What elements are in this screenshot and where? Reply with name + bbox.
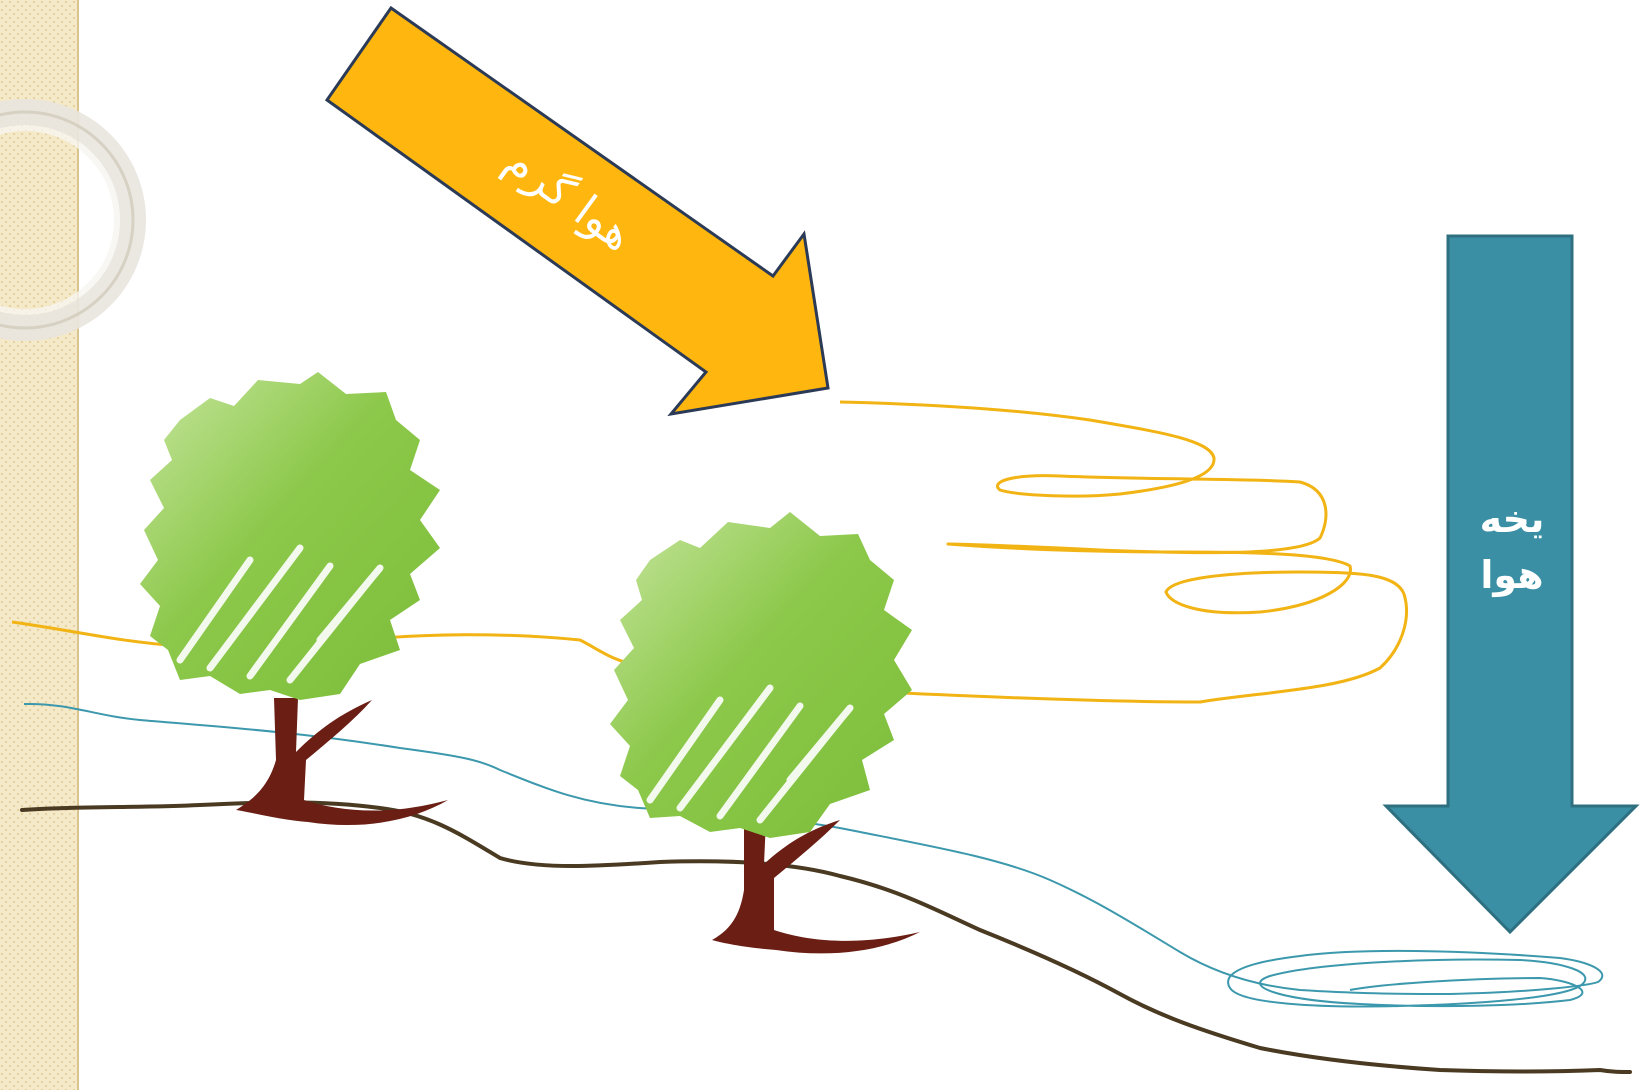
cold-air-label-line2: هوا xyxy=(1480,553,1543,597)
cold-air-arrow: یخه هوا xyxy=(1386,236,1636,932)
tree-left xyxy=(140,372,448,825)
tree-middle-trunk xyxy=(712,820,920,953)
cold-air-label-line1: یخه xyxy=(1480,497,1545,541)
warm-air-arrow: هوا گرم xyxy=(327,8,828,414)
left-border-strip xyxy=(0,0,78,1090)
ground-slope-line xyxy=(22,802,1630,1072)
